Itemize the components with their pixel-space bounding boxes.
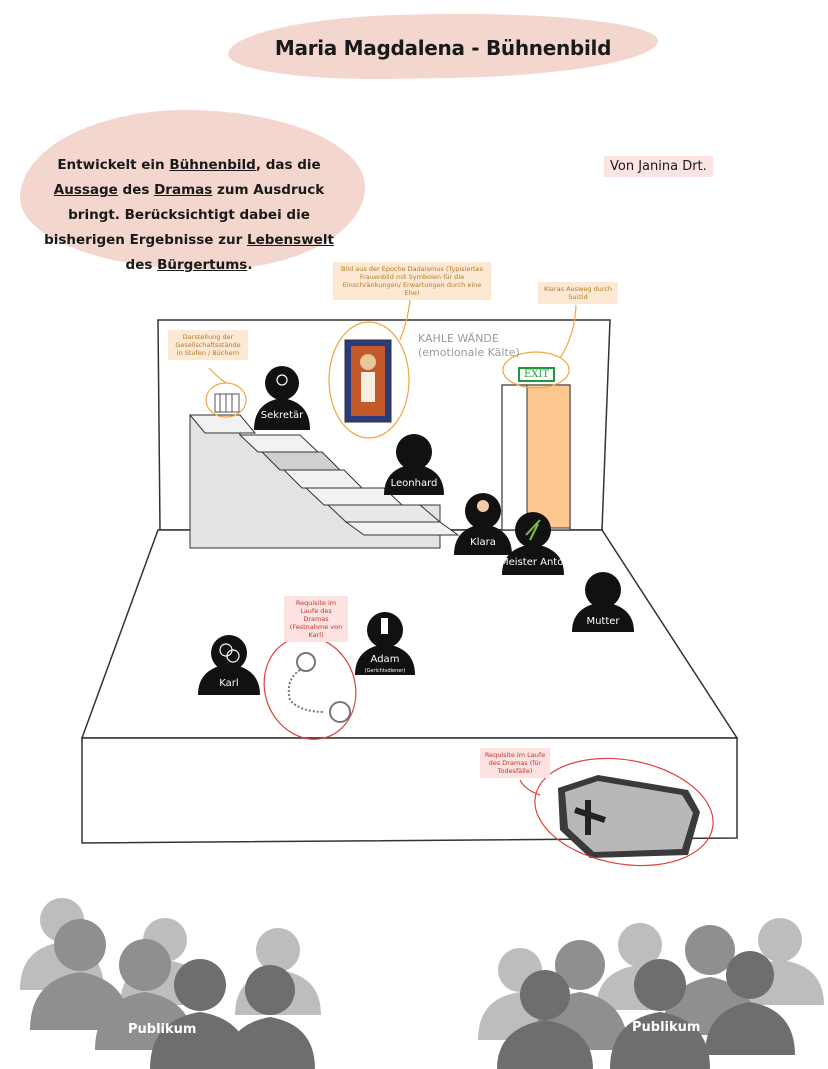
label-adam: Adam	[370, 654, 400, 665]
label-mutter: Mutter	[586, 616, 620, 627]
staircase	[188, 414, 460, 549]
exit-door	[501, 384, 571, 531]
wall-caption: KAHLE WÄNDE (emotionale Kälte)	[418, 332, 520, 360]
coffin-icon	[558, 775, 700, 858]
wall-caption-sub: (emotionale Kälte)	[418, 346, 520, 359]
audience-right	[478, 918, 824, 1069]
books-icon	[214, 393, 240, 413]
task-text: Entwickelt ein Bühnenbild, das die Aussa…	[44, 157, 334, 273]
character-adam-figure	[355, 612, 415, 675]
label-klara: Klara	[470, 537, 496, 548]
label-sekretaer: Sekretär	[260, 410, 304, 421]
label-adam-role: (Gerichtsdiener)	[364, 668, 406, 674]
character-sekretaer-figure	[254, 366, 310, 430]
exit-sign: EXIT	[518, 367, 556, 382]
label-karl: Karl	[219, 678, 239, 689]
character-anton-figure	[502, 512, 564, 575]
exit-note: Klaras Ausweg durch Suizid	[538, 282, 618, 304]
page-title: Maria Magdalena - Bühnenbild	[274, 36, 612, 60]
task-brush-stroke	[20, 110, 365, 270]
audience-left	[20, 898, 321, 1069]
author-label: Von Janina Drt.	[604, 156, 713, 177]
audience-right-label: Publikum	[632, 1020, 701, 1035]
label-leonhard: Leonhard	[390, 478, 438, 489]
coffin-note: Requisite im Laufe des Dramas (für Todes…	[480, 748, 550, 778]
label-meister-anton: Meister Anton	[500, 557, 570, 568]
painting-note: Bild aus der Epoche Dadaismus (Typisiert…	[333, 262, 491, 300]
character-karl-figure	[198, 635, 260, 695]
character-leonhard-figure	[384, 434, 444, 495]
handcuffs-note: Requisite im Laufe des Dramas (Festnahme…	[284, 596, 348, 642]
character-mutter-figure	[572, 572, 634, 632]
character-klara-figure	[454, 493, 512, 555]
dada-painting	[344, 339, 392, 423]
handcuffs-icon	[287, 652, 351, 723]
audience-left-label: Publikum	[128, 1022, 197, 1037]
stairs-note: Darstellung der Gesellschaftsstände in S…	[168, 330, 248, 360]
wall-caption-title: KAHLE WÄNDE	[418, 332, 499, 345]
